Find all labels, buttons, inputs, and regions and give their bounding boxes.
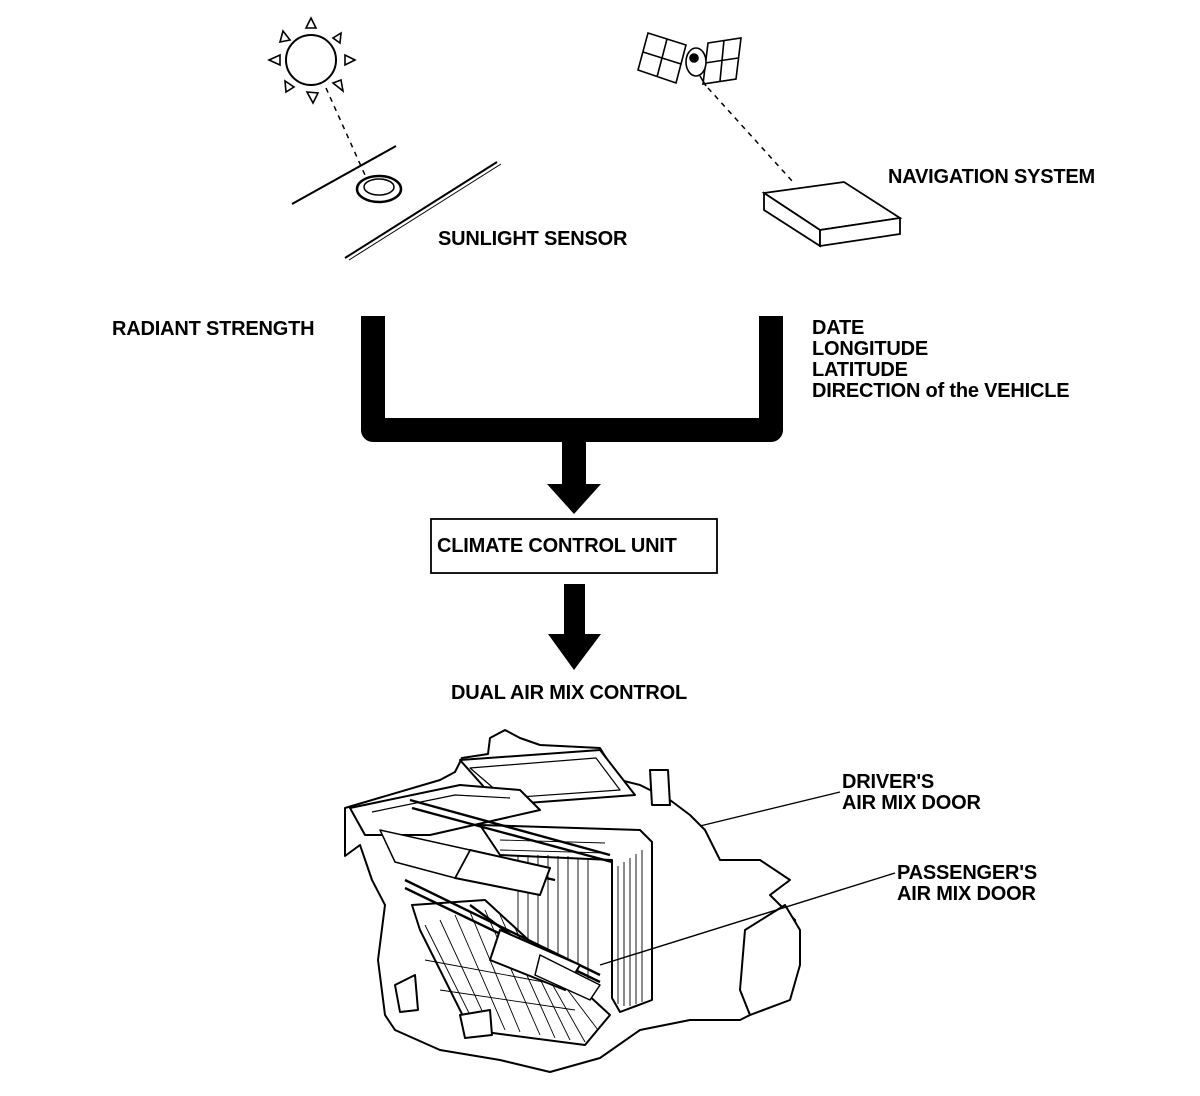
- sunlight-sensor-icon: [291, 145, 502, 261]
- sunlight-sensor-label: SUNLIGHT SENSOR: [438, 228, 628, 250]
- arrow-to-climate-unit: [547, 484, 601, 514]
- hvac-unit-illustration: [344, 729, 801, 1073]
- arrow-to-air-mix: [548, 634, 601, 670]
- signal-connector: [361, 316, 783, 486]
- climate-control-unit-box: [430, 518, 718, 574]
- passengers-air-mix-door-label: PASSENGER'S AIR MIX DOOR: [897, 863, 1037, 905]
- drivers-door-line-1: DRIVER'S: [842, 771, 935, 793]
- nav-input-longitude: LONGITUDE: [812, 338, 928, 360]
- drivers-door-leader: [699, 791, 841, 827]
- satellite-signal-dashed: [707, 87, 794, 183]
- nav-input-latitude: LATITUDE: [812, 359, 908, 381]
- satellite-icon: [637, 31, 742, 87]
- arrow-shaft-to-air-mix: [564, 584, 585, 636]
- navigation-unit-icon: [761, 181, 903, 248]
- drivers-door-line-2: AIR MIX DOOR: [842, 792, 981, 814]
- passengers-door-line-1: PASSENGER'S: [897, 862, 1037, 884]
- drivers-air-mix-door-label: DRIVER'S AIR MIX DOOR: [842, 772, 981, 814]
- nav-inputs-list: DATE LONGITUDE LATITUDE DIRECTION of the…: [812, 317, 1070, 402]
- dual-air-mix-control-label: DUAL AIR MIX CONTROL: [451, 682, 687, 704]
- radiant-strength-label: RADIANT STRENGTH: [112, 318, 315, 340]
- nav-input-direction: DIRECTION of the VEHICLE: [812, 380, 1070, 402]
- nav-input-date: DATE: [812, 317, 865, 339]
- climate-control-unit-label: CLIMATE CONTROL UNIT: [437, 535, 677, 557]
- sun-icon: [267, 16, 357, 105]
- passengers-door-leader: [599, 872, 896, 966]
- sun-ray-dashed: [325, 87, 366, 176]
- passengers-door-line-2: AIR MIX DOOR: [897, 883, 1036, 905]
- navigation-system-label: NAVIGATION SYSTEM: [888, 166, 1095, 188]
